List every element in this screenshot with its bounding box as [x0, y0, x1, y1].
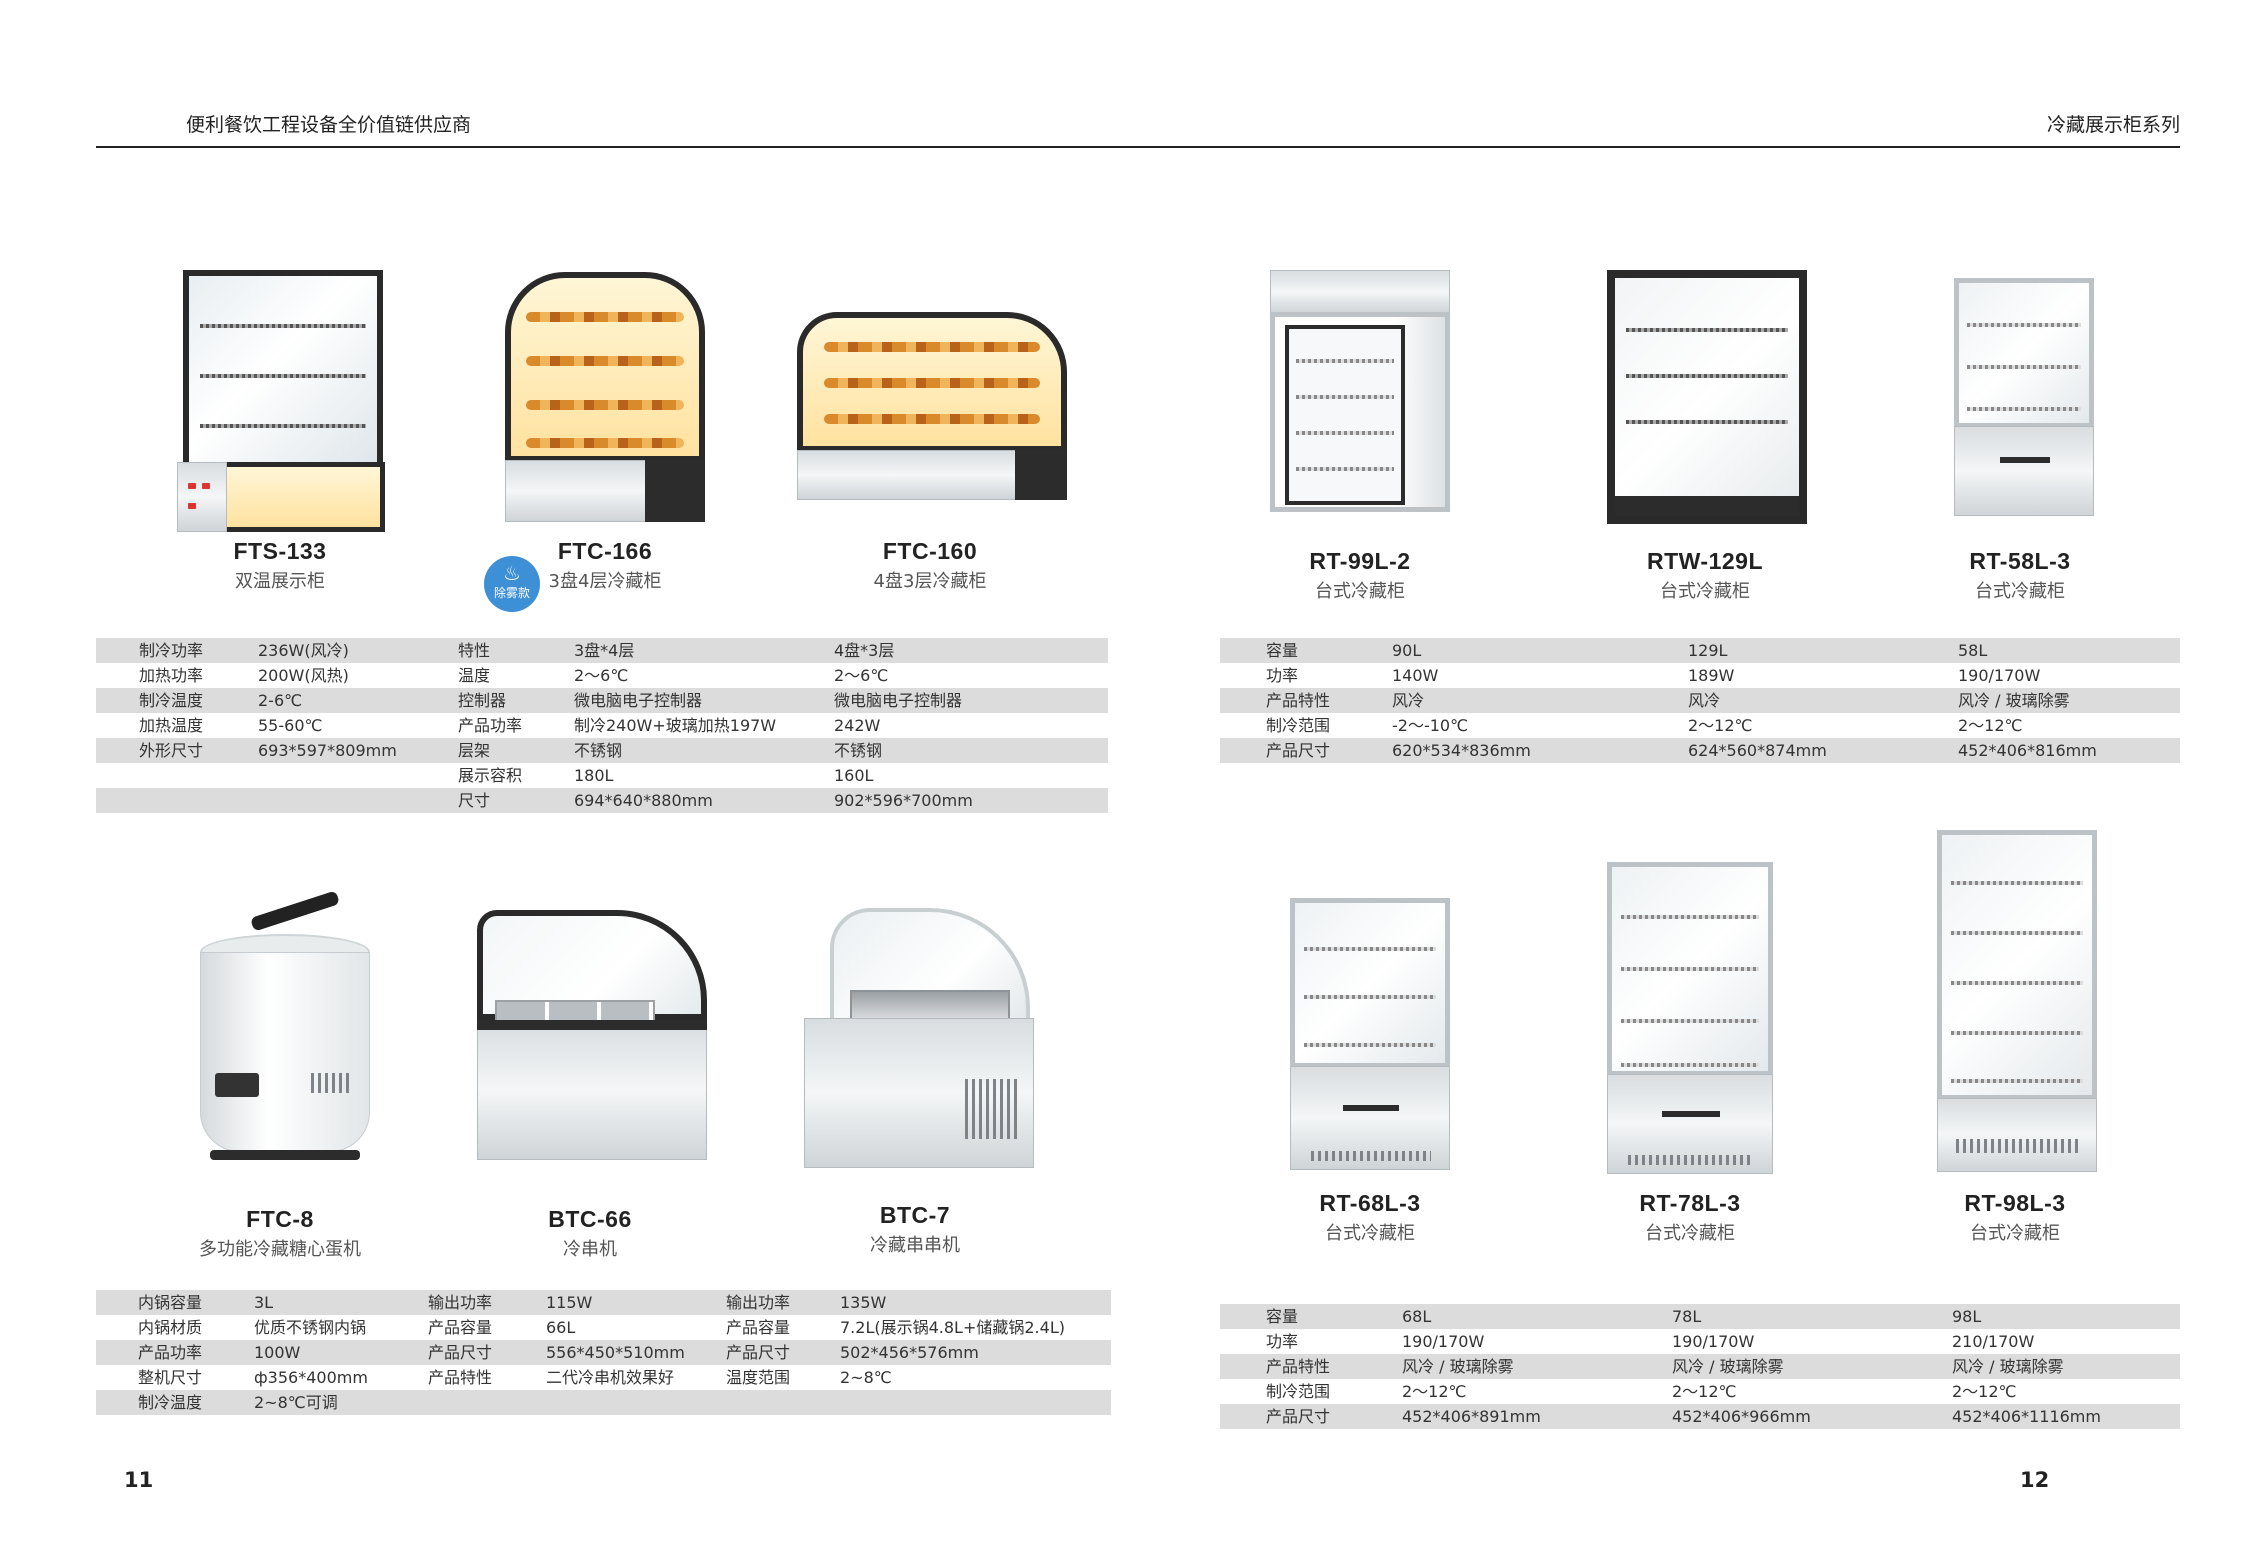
product-name: 冷藏串串机: [870, 1235, 960, 1256]
product-btc-66: BTC-66 冷串机: [460, 890, 720, 1261]
product-model: RT-58L-3: [1969, 548, 2071, 574]
product-name: 台式冷藏柜: [1315, 581, 1405, 602]
header-right-title: 冷藏展示柜系列: [2046, 114, 2180, 136]
product-ftc-160: FTC-160 4盘3层冷藏柜: [780, 262, 1080, 593]
spec-table-bottom-left: 内锅容量 3L 输出功率 115W 输出功率 135W 内锅材质 优质不锈钢内锅…: [96, 1290, 1111, 1415]
product-model: BTC-7: [879, 1202, 951, 1228]
product-image-rtw-129l: [1595, 266, 1815, 542]
product-name: 多功能冷藏糖心蛋机: [199, 1239, 361, 1260]
table-row: 外形尺寸 693*597*809mm 层架 不锈钢 不锈钢: [96, 738, 1108, 763]
product-image-fts-133: [155, 262, 405, 532]
product-model: RT-78L-3: [1639, 1190, 1741, 1216]
spec-table-top-left: 制冷功率 236W(风冷) 特性 3盘*4层 4盘*3层 加热功率 200W(风…: [96, 638, 1108, 813]
product-model: FTC-160: [882, 538, 978, 564]
table-row: 功率 140W 189W 190/170W: [1266, 666, 2041, 685]
product-model: FTC-166: [557, 538, 653, 564]
product-fts-133: FTS-133 双温展示柜: [150, 262, 410, 593]
product-name: 4盘3层冷藏柜: [873, 571, 987, 592]
product-image-rt-99l-2: [1250, 266, 1470, 542]
product-model: FTS-133: [233, 538, 327, 564]
product-image-ftc-8: [170, 890, 390, 1200]
header-left-title: 便利餐饮工程设备全价值链供应商: [186, 114, 472, 136]
product-name: 双温展示柜: [235, 571, 325, 592]
product-model: FTC-8: [246, 1206, 314, 1232]
table-row: 功率 190/170W 190/170W 210/170W: [1266, 1332, 2035, 1351]
product-ftc-166: FTC-166 3盘4层冷藏柜: [470, 262, 740, 593]
table-row: 制冷温度 2~8℃可调: [96, 1390, 1111, 1415]
product-name: 台式冷藏柜: [1325, 1223, 1415, 1244]
table-row: 制冷范围 2～12℃ 2～12℃ 2～12℃: [1266, 1382, 2017, 1401]
header-rule: [96, 146, 2180, 148]
product-rt-99l-2: RT-99L-2 台式冷藏柜: [1245, 266, 1475, 603]
spec-table-top-right: 容量 90L 129L 58L 功率 140W 189W 190/170W 产品…: [1220, 638, 2180, 763]
product-ftc-8: FTC-8 多功能冷藏糖心蛋机: [150, 890, 410, 1261]
table-row: 制冷温度 2-6℃ 控制器 微电脑电子控制器 微电脑电子控制器: [96, 688, 1108, 713]
table-row: 制冷功率 236W(风冷) 特性 3盘*4层 4盘*3层: [96, 638, 1108, 663]
product-image-btc-66: [465, 890, 715, 1200]
table-row: 容量 68L 78L 98L: [1220, 1304, 2180, 1329]
anti-fog-icon: ♨: [503, 561, 521, 585]
table-row: 产品功率 100W 产品尺寸 556*450*510mm 产品尺寸 502*45…: [96, 1340, 1111, 1365]
product-rt-98l-3: RT-98L-3 台式冷藏柜: [1905, 826, 2125, 1245]
product-image-rt-58l-3: [1940, 266, 2100, 542]
product-name: 冷串机: [563, 1239, 617, 1260]
spec-table-bottom-right: 容量 68L 78L 98L 功率 190/170W 190/170W 210/…: [1220, 1304, 2180, 1429]
product-name: 台式冷藏柜: [1975, 581, 2065, 602]
product-model: RT-98L-3: [1964, 1190, 2066, 1216]
table-row: 整机尺寸 ф356*400mm 产品特性 二代冷串机效果好 温度范围 2~8℃: [138, 1368, 892, 1387]
table-row: 容量 90L 129L 58L: [1220, 638, 2180, 663]
table-row: 产品尺寸 620*534*836mm 624*560*874mm 452*406…: [1220, 738, 2180, 763]
product-image-rt-98l-3: [1925, 826, 2105, 1184]
table-row: 展示容积 180L 160L: [458, 766, 874, 785]
product-image-ftc-160: [785, 262, 1075, 532]
product-image-ftc-166: [485, 262, 725, 532]
table-row: 内锅材质 优质不锈钢内锅 产品容量 66L 产品容量 7.2L(展示锅4.8L+…: [138, 1318, 1065, 1337]
product-rt-78l-3: RT-78L-3 台式冷藏柜: [1580, 858, 1800, 1245]
table-row: 产品尺寸 452*406*891mm 452*406*966mm 452*406…: [1220, 1404, 2180, 1429]
product-rt-68l-3: RT-68L-3 台式冷藏柜: [1260, 884, 1480, 1245]
product-image-rt-68l-3: [1280, 884, 1460, 1184]
table-row: 加热温度 55-60℃ 产品功率 制冷240W+玻璃加热197W 242W: [139, 716, 881, 735]
product-image-btc-7: [790, 890, 1040, 1196]
product-btc-7: BTC-7 冷藏串串机: [780, 890, 1050, 1257]
product-name: 3盘4层冷藏柜: [548, 571, 662, 592]
product-rtw-129l: RTW-129L 台式冷藏柜: [1590, 266, 1820, 603]
product-model: RT-68L-3: [1319, 1190, 1421, 1216]
product-rt-58l-3: RT-58L-3 台式冷藏柜: [1915, 266, 2125, 603]
table-row: 内锅容量 3L 输出功率 115W 输出功率 135W: [96, 1290, 1111, 1315]
table-row: 产品特性 风冷 / 玻璃除雾 风冷 / 玻璃除雾 风冷 / 玻璃除雾: [1220, 1354, 2180, 1379]
product-name: 台式冷藏柜: [1970, 1223, 2060, 1244]
table-row: 尺寸 694*640*880mm 902*596*700mm: [96, 788, 1108, 813]
product-name: 台式冷藏柜: [1660, 581, 1750, 602]
page-number-left: 11: [124, 1468, 154, 1492]
product-model: BTC-66: [548, 1206, 632, 1232]
product-model: RTW-129L: [1647, 548, 1763, 574]
page-number-right: 12: [2020, 1468, 2050, 1492]
badge-text: 除雾款: [493, 586, 530, 600]
table-row: 制冷范围 -2～-10℃ 2～12℃ 2～12℃: [1266, 716, 2023, 735]
product-image-rt-78l-3: [1595, 858, 1785, 1184]
table-row: 产品特性 风冷 风冷 风冷 / 玻璃除雾: [1220, 688, 2180, 713]
product-model: RT-99L-2: [1309, 548, 1411, 574]
anti-fog-badge: ♨ 除雾款: [484, 556, 540, 612]
product-name: 台式冷藏柜: [1645, 1223, 1735, 1244]
table-row: 加热功率 200W(风热) 温度 2～6℃ 2～6℃: [139, 666, 889, 685]
